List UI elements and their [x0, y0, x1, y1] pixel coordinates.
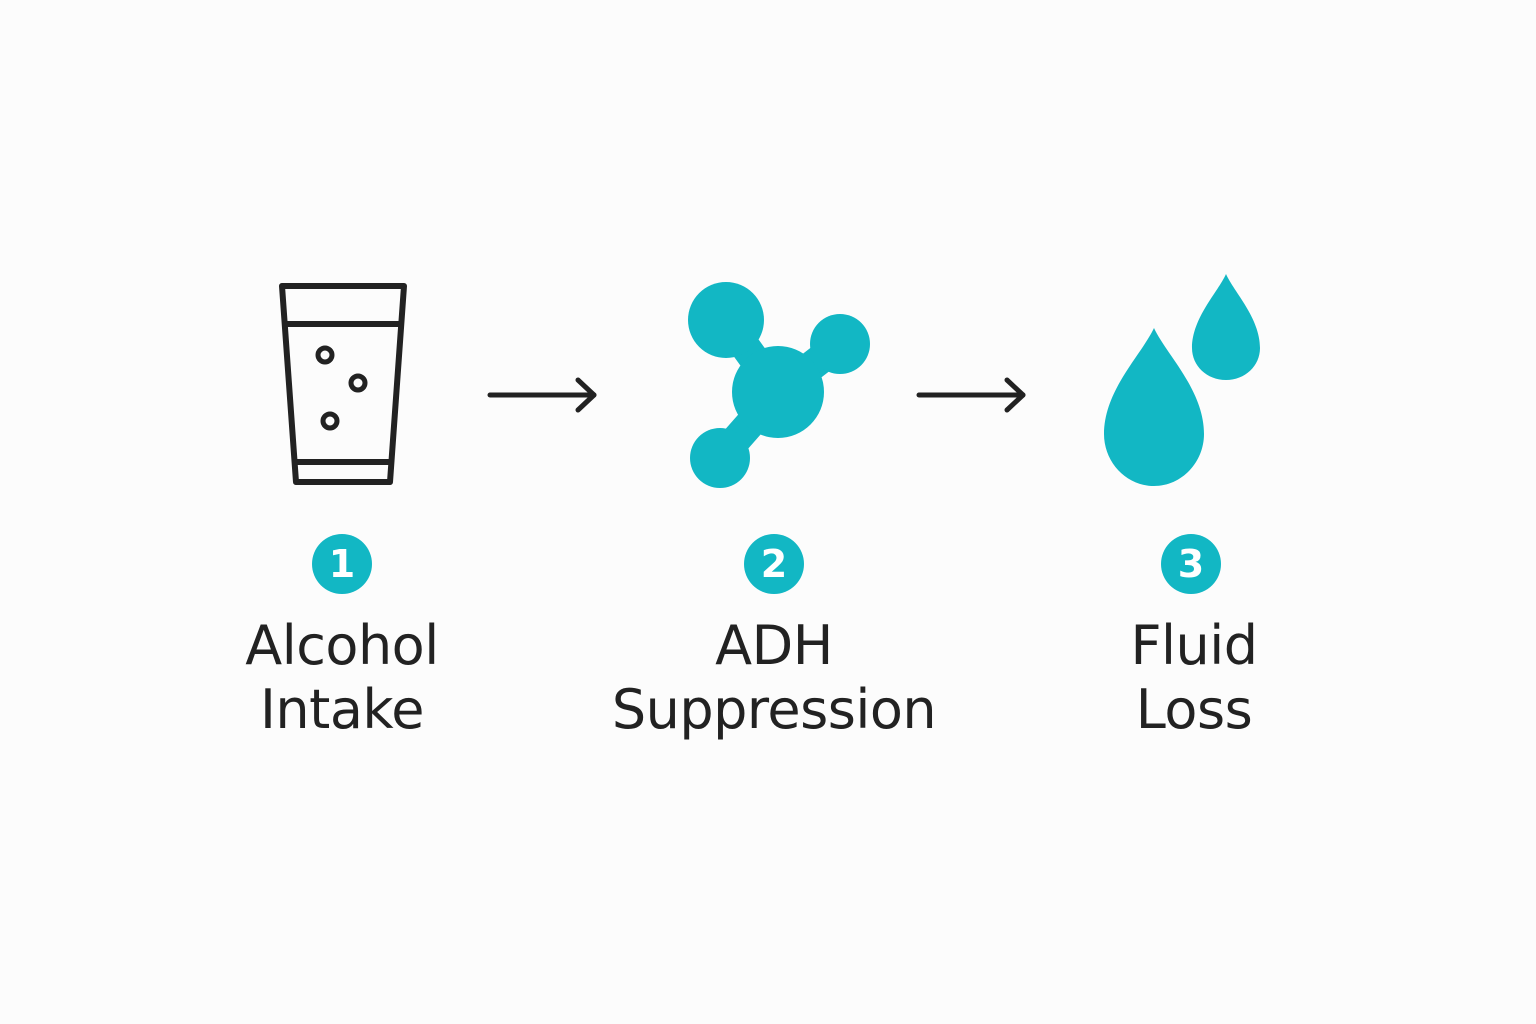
arrow-right-icon [486, 376, 602, 414]
step-label-line: Alcohol [245, 614, 439, 677]
step-label: ADH Suppression [574, 614, 974, 742]
small-drop [1192, 274, 1260, 380]
step-label-line: Loss [1135, 678, 1253, 741]
step-label-line: Fluid [1130, 614, 1258, 677]
step-label: Fluid Loss [1054, 614, 1334, 742]
molecule-shape [688, 282, 870, 488]
step-number-badge: 3 [1161, 534, 1221, 594]
step-number-badge: 2 [744, 534, 804, 594]
glass-icon [270, 278, 416, 490]
step-label-line: ADH [715, 614, 833, 677]
molecule-icon [684, 276, 874, 490]
step-label: Alcohol Intake [182, 614, 502, 742]
step-label-line: Intake [260, 678, 424, 741]
large-drop [1104, 328, 1204, 486]
water-drops-icon [1096, 266, 1266, 490]
arrow-right-icon [915, 376, 1031, 414]
step-number-badge: 1 [312, 534, 372, 594]
step-label-line: Suppression [611, 678, 937, 741]
